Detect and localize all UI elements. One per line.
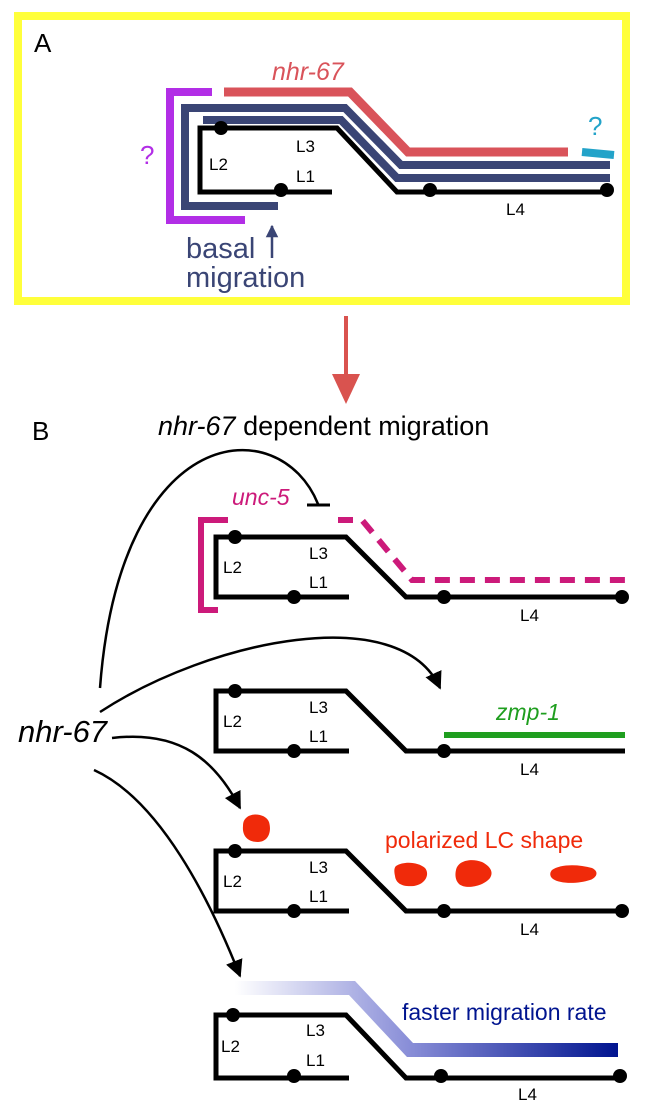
row-zmp1: zmp-1 L2 L3 L1 L4 bbox=[213, 684, 625, 779]
panel-b: B nhr-67 dependent migration nhr-67 unc-… bbox=[18, 411, 629, 1104]
stage-label-r1-l3: L3 bbox=[309, 544, 328, 563]
stage-dot-a-l2 bbox=[214, 121, 228, 135]
nhr67-expression-line bbox=[224, 87, 568, 157]
stage-label-a-l1: L1 bbox=[296, 167, 315, 186]
connector-arrow bbox=[332, 316, 360, 404]
navy-outer-line bbox=[181, 104, 610, 210]
stage-label-r3-l1: L1 bbox=[309, 887, 328, 906]
stage-dot-a-end bbox=[600, 183, 614, 197]
lc-cell-polarized-1 bbox=[394, 862, 428, 887]
gonad-arm-row2 bbox=[213, 688, 625, 754]
panel-b-title: nhr-67 dependent migration bbox=[158, 411, 489, 441]
panel-a-letter: A bbox=[34, 28, 52, 58]
stage-label-r3-l4: L4 bbox=[520, 920, 539, 939]
basal-label: basal bbox=[186, 233, 255, 265]
stage-dot-r1-l4 bbox=[437, 590, 451, 604]
row-unc5: unc-5 L2 L3 L1 L4 bbox=[198, 484, 629, 625]
lc-cell-polarized-2 bbox=[455, 860, 492, 887]
stage-dot-a-l1 bbox=[274, 183, 288, 197]
stage-label-r4-l1: L1 bbox=[306, 1051, 325, 1070]
stage-dot-r4-l4 bbox=[434, 1069, 448, 1083]
panel-b-letter: B bbox=[32, 416, 49, 446]
migration-rate-label: faster migration rate bbox=[402, 999, 607, 1025]
stage-label-r4-l4: L4 bbox=[518, 1085, 537, 1104]
purple-bracket bbox=[166, 88, 245, 224]
stage-dot-r2-l4 bbox=[437, 744, 451, 758]
panel-a-border bbox=[14, 12, 630, 305]
question-mark-right: ? bbox=[588, 111, 602, 141]
gonad-arm-row1 bbox=[213, 534, 625, 600]
row-migration-rate: faster migration rate L2 L3 L1 L4 bbox=[213, 981, 627, 1104]
lc-cell-round bbox=[242, 814, 270, 842]
stage-dot-r3-l1 bbox=[287, 904, 301, 918]
stage-label-r2-l2: L2 bbox=[223, 712, 242, 731]
panel-b-title-rest: dependent migration bbox=[236, 411, 490, 441]
migration-rate-gradient-line bbox=[232, 981, 618, 1057]
stage-label-r1-l1: L1 bbox=[309, 573, 328, 592]
activation-arrow-rate bbox=[93, 768, 243, 978]
nhr67-label-a: nhr-67 bbox=[272, 58, 345, 86]
stage-label-r2-l4: L4 bbox=[520, 760, 539, 779]
stage-label-r3-l2: L2 bbox=[223, 872, 242, 891]
panel-a: A ? nhr-67 ? L2 L3 L1 L4 basal migration bbox=[14, 12, 630, 305]
panel-b-title-gene: nhr-67 bbox=[158, 411, 237, 441]
stage-dot-r4-l2 bbox=[226, 1008, 240, 1022]
activation-arrow-shape bbox=[111, 735, 242, 810]
stage-dot-r1-l1 bbox=[287, 590, 301, 604]
stage-label-r2-l1: L1 bbox=[309, 727, 328, 746]
unc5-bracket bbox=[198, 517, 228, 613]
stage-dot-r3-end bbox=[615, 904, 629, 918]
row-lc-shape: polarized LC shape L2 L3 L1 L4 bbox=[213, 814, 629, 939]
gonad-arm-a bbox=[197, 125, 610, 195]
stage-label-r2-l3: L3 bbox=[309, 698, 328, 717]
lc-cell-polarized-3 bbox=[550, 865, 597, 883]
activation-arrow-zmp1 bbox=[99, 636, 442, 714]
stage-dot-r3-l4 bbox=[437, 904, 451, 918]
stage-dot-a-l4 bbox=[423, 183, 437, 197]
stage-dot-r4-end bbox=[613, 1069, 627, 1083]
stage-label-a-l4: L4 bbox=[506, 200, 525, 219]
stage-dot-r2-l2 bbox=[228, 684, 242, 698]
inhibition-line-unc5 bbox=[98, 448, 320, 689]
stage-label-a-l3: L3 bbox=[296, 137, 315, 156]
zmp1-label: zmp-1 bbox=[495, 699, 560, 725]
stage-dot-r1-l2 bbox=[228, 530, 242, 544]
migration-label: migration bbox=[186, 262, 305, 294]
stage-label-a-l2: L2 bbox=[209, 155, 228, 174]
lc-shape-label: polarized LC shape bbox=[385, 827, 583, 853]
navy-inner-line bbox=[203, 116, 610, 182]
unc5-dashed-line bbox=[338, 517, 625, 583]
stage-dot-r2-l1 bbox=[287, 744, 301, 758]
stage-dot-r3-l2 bbox=[228, 844, 242, 858]
stage-label-r3-l3: L3 bbox=[309, 858, 328, 877]
cyan-dash bbox=[581, 148, 615, 159]
stage-dot-r1-end bbox=[615, 590, 629, 604]
stage-label-r1-l4: L4 bbox=[520, 606, 539, 625]
stage-label-r4-l2: L2 bbox=[221, 1037, 240, 1056]
stage-label-r4-l3: L3 bbox=[306, 1021, 325, 1040]
unc5-label: unc-5 bbox=[232, 484, 290, 510]
stage-dot-r4-l1 bbox=[287, 1069, 301, 1083]
question-mark-left: ? bbox=[140, 140, 154, 170]
source-gene-label: nhr-67 bbox=[18, 714, 109, 749]
stage-label-r1-l2: L2 bbox=[223, 558, 242, 577]
